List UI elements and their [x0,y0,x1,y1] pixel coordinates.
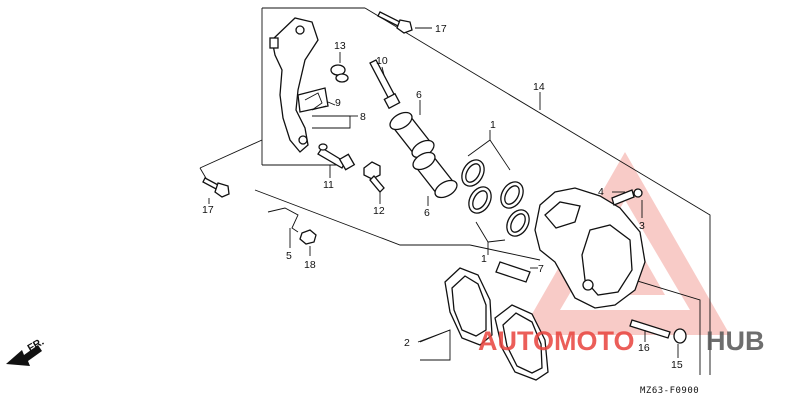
piston-upper [389,111,435,159]
pin-10 [369,59,401,110]
callouts: 1 1 2 3 4 5 6 6 7 8 9 10 11 12 13 14 15 … [202,23,683,371]
bolt-17-top [377,11,413,34]
bolt-17-left [202,177,230,198]
plug-15 [673,328,687,344]
callout-11: 11 [323,179,334,191]
callout-6-upper: 6 [416,89,422,101]
callout-5: 5 [286,250,292,262]
callout-1-upper: 1 [490,119,496,131]
callout-4: 4 [598,186,604,198]
bleed-screw [611,188,643,206]
brake-pad-rear [444,267,493,346]
watermark-brand-part2: HUB [706,326,765,356]
callout-15: 15 [671,359,683,371]
pin-16 [629,319,671,339]
shim-7 [495,261,531,283]
piston-lower [412,151,458,199]
callout-2: 2 [404,337,410,349]
callout-14: 14 [533,81,545,93]
leader-lines [208,27,679,361]
pad-spring [304,92,327,111]
caliper-bracket [269,17,329,153]
watermark-text: AUTOMOTO HUB [478,326,765,356]
clip-5 [267,207,299,233]
brake-pad-front [494,304,549,381]
callout-17-left: 17 [202,204,214,216]
callout-17-top: 17 [435,23,447,35]
watermark-brand-part1: AUTOMOTO [478,326,635,356]
callout-13: 13 [334,40,346,52]
callout-12: 12 [373,205,385,217]
drawing-code: MZ63-F0900 [640,386,699,396]
callout-3: 3 [639,220,645,232]
callout-9: 9 [335,97,341,109]
front-direction-arrow: FR. [6,336,46,366]
bolt-12 [363,161,385,193]
callout-1-lower: 1 [481,253,487,265]
callout-18: 18 [304,259,316,271]
caliper-body [534,187,646,309]
pin-11 [317,143,356,171]
callout-16: 16 [638,342,650,354]
callout-7: 7 [538,263,544,275]
seals [461,159,530,237]
callout-6-lower: 6 [424,207,430,219]
boot-13 [330,64,349,83]
callout-10: 10 [376,55,388,67]
callout-8: 8 [360,111,366,123]
bolt-18 [299,229,317,245]
